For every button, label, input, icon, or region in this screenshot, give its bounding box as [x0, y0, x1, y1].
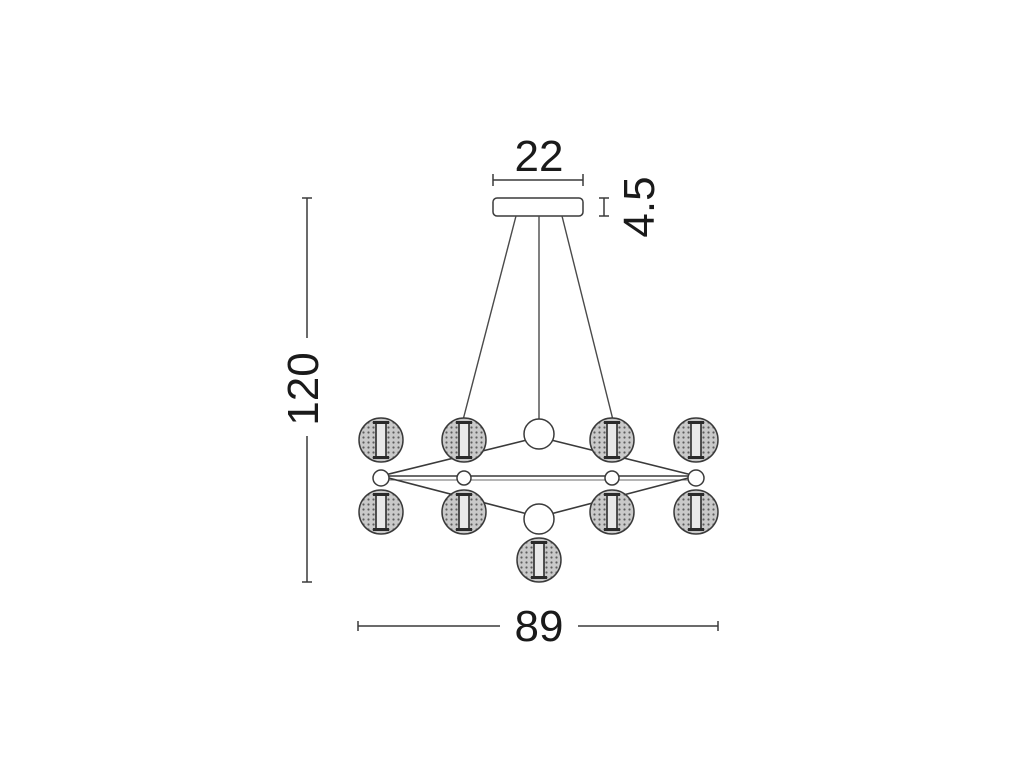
lower-center-sphere: [523, 503, 555, 535]
canopy-width-label: 22: [515, 132, 564, 181]
connector-spheres: [372, 418, 705, 535]
globe-shade: [441, 489, 487, 535]
canopy-width-dimension: 22: [492, 132, 584, 186]
globe-shade: [589, 489, 635, 535]
total-width-dimension: 89: [357, 602, 719, 651]
canopy-height-dimension: 4.5: [599, 176, 664, 238]
inner-left-hub: [456, 470, 472, 486]
suspension-cables: [462, 215, 614, 421]
globe-shade: [441, 417, 487, 463]
globe-shade: [673, 489, 719, 535]
total-width-label: 89: [515, 602, 564, 651]
left-hub-sphere: [372, 469, 390, 487]
canopy-height-label: 4.5: [615, 176, 664, 237]
inner-right-hub: [604, 470, 620, 486]
globe-shade: [358, 489, 404, 535]
globe-shade: [516, 537, 562, 583]
globe-shade: [673, 417, 719, 463]
ceiling-canopy: [492, 197, 584, 217]
upper-center-sphere: [523, 418, 555, 450]
globe-shade: [589, 417, 635, 463]
globe-shade: [358, 417, 404, 463]
right-hub-sphere: [687, 469, 705, 487]
total-height-label: 120: [279, 352, 328, 425]
total-height-dimension: 120: [279, 197, 328, 583]
